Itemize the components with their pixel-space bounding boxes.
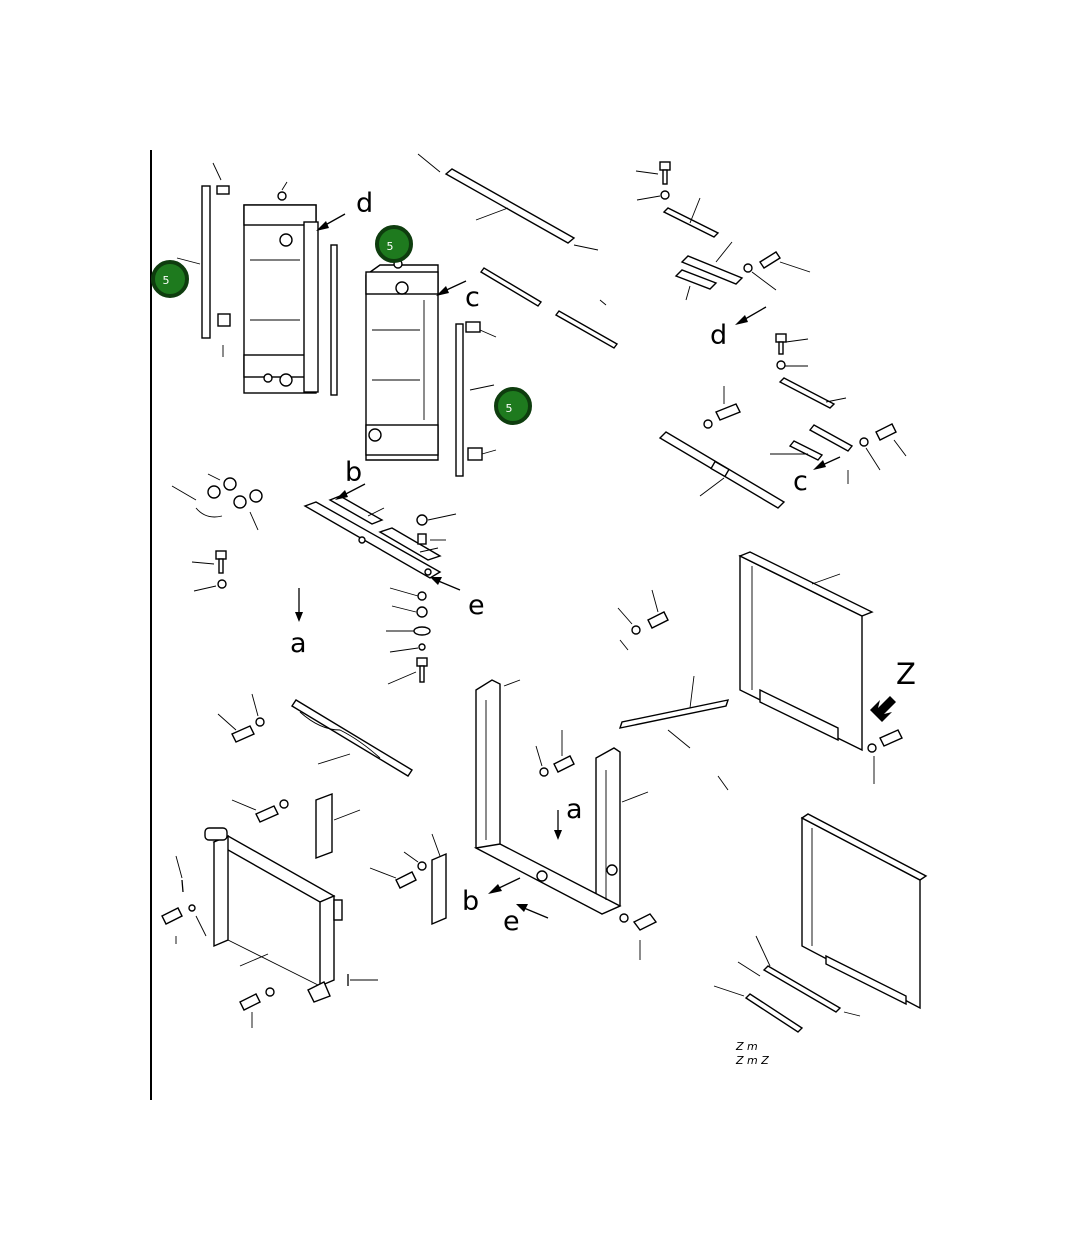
seal-strip-center — [455, 323, 464, 477]
radiator-center — [365, 264, 439, 461]
callout-b-2: b — [462, 886, 479, 917]
callout-d-1: d — [356, 188, 373, 219]
bolt-low-2 — [231, 799, 289, 823]
seal-strips-view-z — [713, 935, 861, 1033]
svg-text:5: 5 — [163, 274, 170, 287]
bracket-strip-1 — [662, 207, 720, 238]
callout-z: Z — [896, 657, 916, 691]
bracket-strip-2 — [680, 255, 744, 285]
callout-a-2: a — [566, 794, 583, 825]
fan-shroud-view-z — [800, 813, 928, 1010]
bolt-mid-1 — [617, 589, 669, 651]
radiator-frame — [473, 679, 649, 915]
rod-top-2 — [479, 267, 543, 307]
bracket-strip-5 — [808, 424, 854, 452]
bolt-right-3 — [703, 386, 741, 429]
view-caption-line2: Z m Z — [735, 1054, 769, 1067]
view-arrow-z — [870, 696, 896, 722]
callout-e-2: e — [503, 906, 520, 937]
fan-shroud-upper — [738, 551, 874, 752]
svg-text:5: 5 — [506, 402, 513, 415]
reference-badge-2[interactable]: 5 — [375, 225, 413, 263]
bolt-1 — [277, 191, 287, 201]
hose-clamps — [171, 473, 263, 531]
radiator-left — [243, 204, 319, 394]
bolt-pair-1 — [743, 251, 811, 291]
washer-stack — [386, 513, 457, 685]
clip-2 — [217, 313, 231, 327]
aftercooler — [204, 827, 343, 1003]
bolt-frame-2 — [619, 913, 658, 960]
clip-4 — [467, 447, 483, 461]
callout-d-2: d — [710, 320, 727, 351]
bolt-top-right — [635, 161, 671, 201]
bracket-vertical-2 — [369, 833, 447, 926]
bolt-low-1 — [217, 693, 265, 743]
rail-lower-left — [291, 699, 413, 777]
bolt-left-1 — [191, 550, 227, 592]
svg-text:5: 5 — [387, 240, 394, 253]
reference-badge-1[interactable]: 5 — [151, 260, 189, 298]
seal-strip-left — [201, 185, 338, 396]
bolt-right-2 — [775, 333, 809, 370]
rod-top-1 — [417, 153, 599, 251]
clip-1 — [216, 185, 230, 195]
bracket-strip-4 — [778, 377, 836, 409]
clip-3 — [465, 321, 481, 333]
bolt-low-4 — [239, 987, 275, 1028]
callout-e-1: e — [468, 590, 485, 621]
bracket-strip-3 — [674, 269, 718, 290]
bracket-vertical-1 — [315, 792, 361, 860]
callout-c-2: c — [793, 466, 808, 497]
view-caption-line1: Z m — [735, 1040, 758, 1053]
bolt-low-3 — [161, 855, 207, 944]
callout-a-1: a — [290, 628, 307, 659]
support-bar-right — [658, 431, 786, 509]
rod-top-3 — [554, 310, 619, 349]
reference-badge-3[interactable]: 5 — [494, 387, 532, 425]
callout-b-1: b — [345, 457, 362, 488]
mount-bracket-center — [303, 495, 442, 579]
bolt-right-4 — [859, 423, 907, 471]
callout-c-1: c — [465, 282, 480, 313]
tie-rod — [618, 675, 730, 791]
bolt-mid-2 — [867, 729, 903, 784]
bracket-strip-6 — [788, 440, 824, 461]
bolt-frame-1 — [535, 730, 575, 777]
